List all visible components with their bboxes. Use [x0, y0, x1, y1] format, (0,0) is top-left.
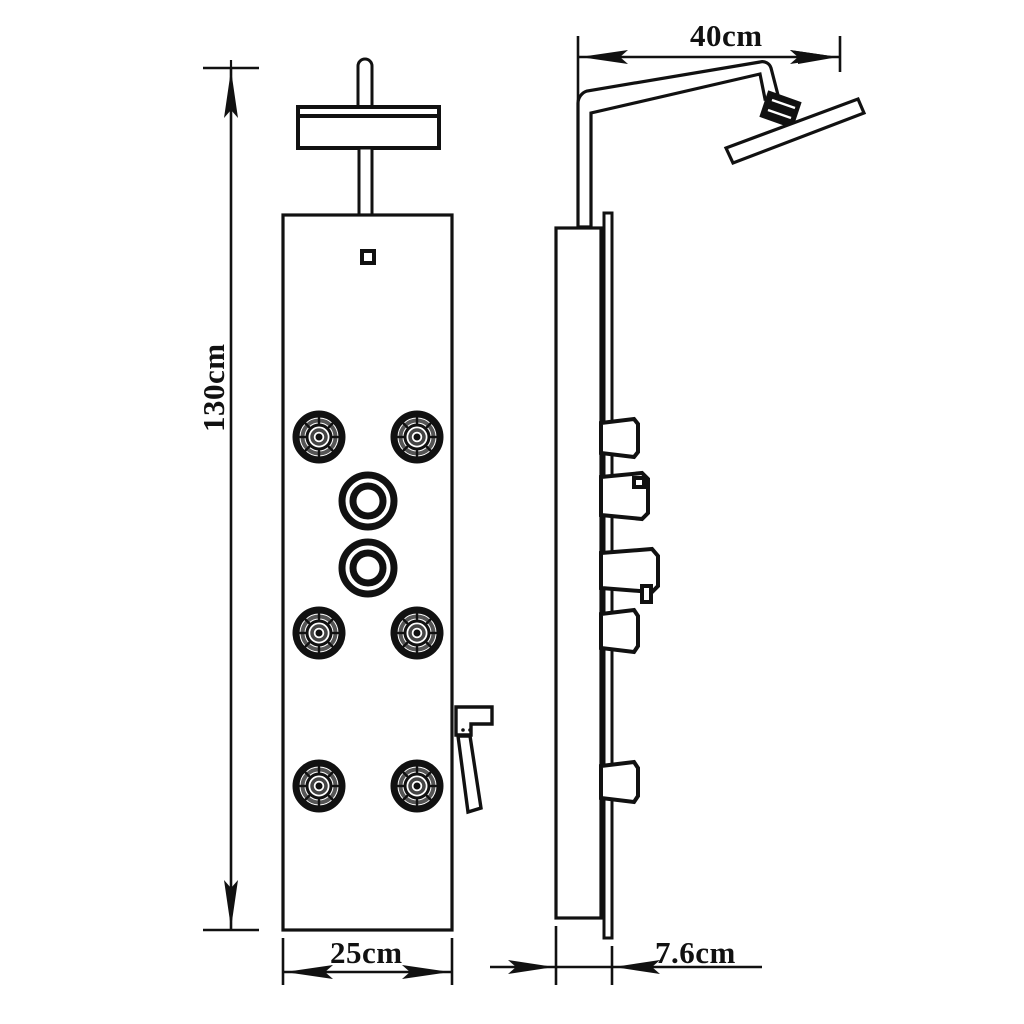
shower-head-post-lower	[357, 146, 374, 217]
arrowhead-right-width	[402, 965, 450, 979]
hand-shower-holder	[454, 705, 494, 815]
panel-body-profile	[554, 226, 603, 920]
side-jet-profile-2	[599, 546, 660, 604]
massage-jet	[394, 414, 440, 460]
side-jet-profile-1	[599, 416, 640, 460]
arrowhead-inward-left	[508, 960, 554, 974]
arrowhead-left-reach	[580, 50, 628, 64]
massage-jet	[296, 763, 342, 809]
side-jet-profile-4	[599, 759, 640, 805]
swivel-joint	[759, 90, 802, 129]
massage-jet	[296, 610, 342, 656]
massage-jet	[394, 610, 440, 656]
rain-shower-head-plate	[723, 96, 867, 166]
dimension-label-height: 130cm	[196, 343, 231, 432]
dimension-line-height	[203, 66, 259, 932]
arrowhead-up	[224, 70, 238, 118]
arrowhead-down	[224, 880, 238, 928]
side-jet-profile-3	[599, 607, 640, 655]
massage-jet	[296, 414, 342, 460]
panel-body-front	[281, 213, 454, 932]
arrowhead-inward-right	[614, 960, 660, 974]
dimension-label-width: 25cm	[330, 935, 403, 970]
side-knob-profile	[599, 470, 650, 522]
shower-arm	[576, 60, 780, 229]
dimension-label-reach: 40cm	[690, 18, 763, 53]
top-outlet-port	[360, 249, 376, 265]
arrowhead-left-width	[285, 965, 333, 979]
massage-jet	[394, 763, 440, 809]
shower-head-post-upper	[356, 57, 374, 110]
dimension-label-depth: 7.6cm	[655, 935, 736, 970]
rain-shower-head	[296, 105, 441, 150]
